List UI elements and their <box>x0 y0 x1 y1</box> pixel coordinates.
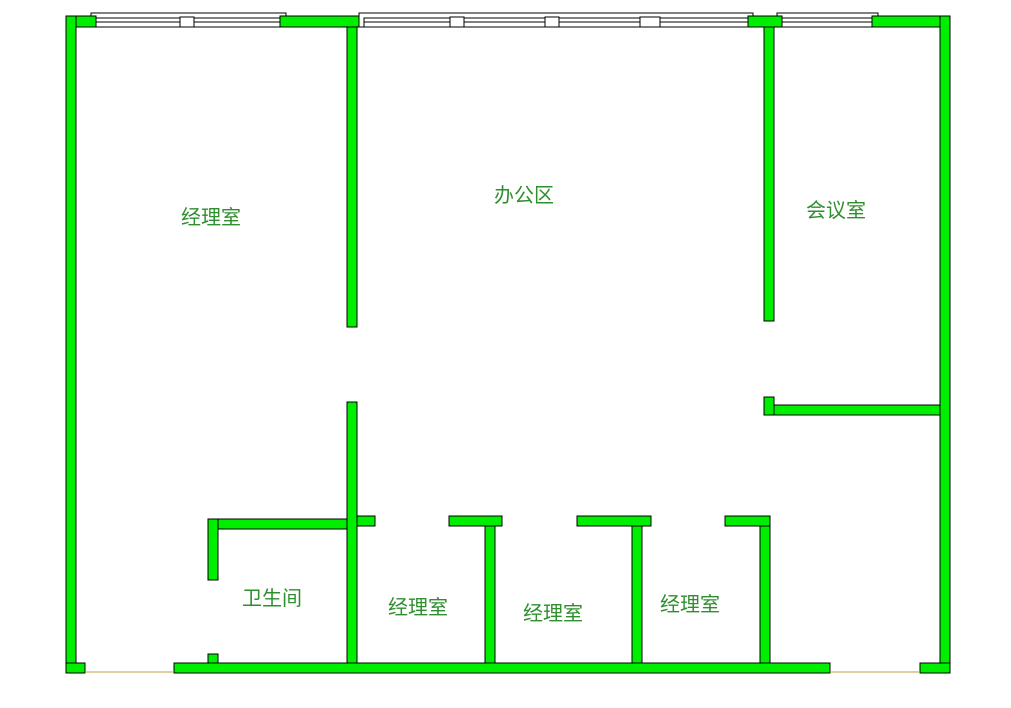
room-label-manager-2: 经理室 <box>388 595 448 619</box>
room-label-manager-1: 经理室 <box>181 205 241 229</box>
window-middle <box>358 12 754 28</box>
room-label-restroom: 卫生间 <box>242 586 302 610</box>
room-label-meeting-room: 会议室 <box>806 198 866 222</box>
walls <box>65 15 951 674</box>
window-left <box>90 12 287 28</box>
room-label-office-area: 办公区 <box>494 183 554 207</box>
room-label-manager-4: 经理室 <box>660 592 720 616</box>
window-right <box>776 12 879 28</box>
room-label-manager-3: 经理室 <box>523 601 583 625</box>
